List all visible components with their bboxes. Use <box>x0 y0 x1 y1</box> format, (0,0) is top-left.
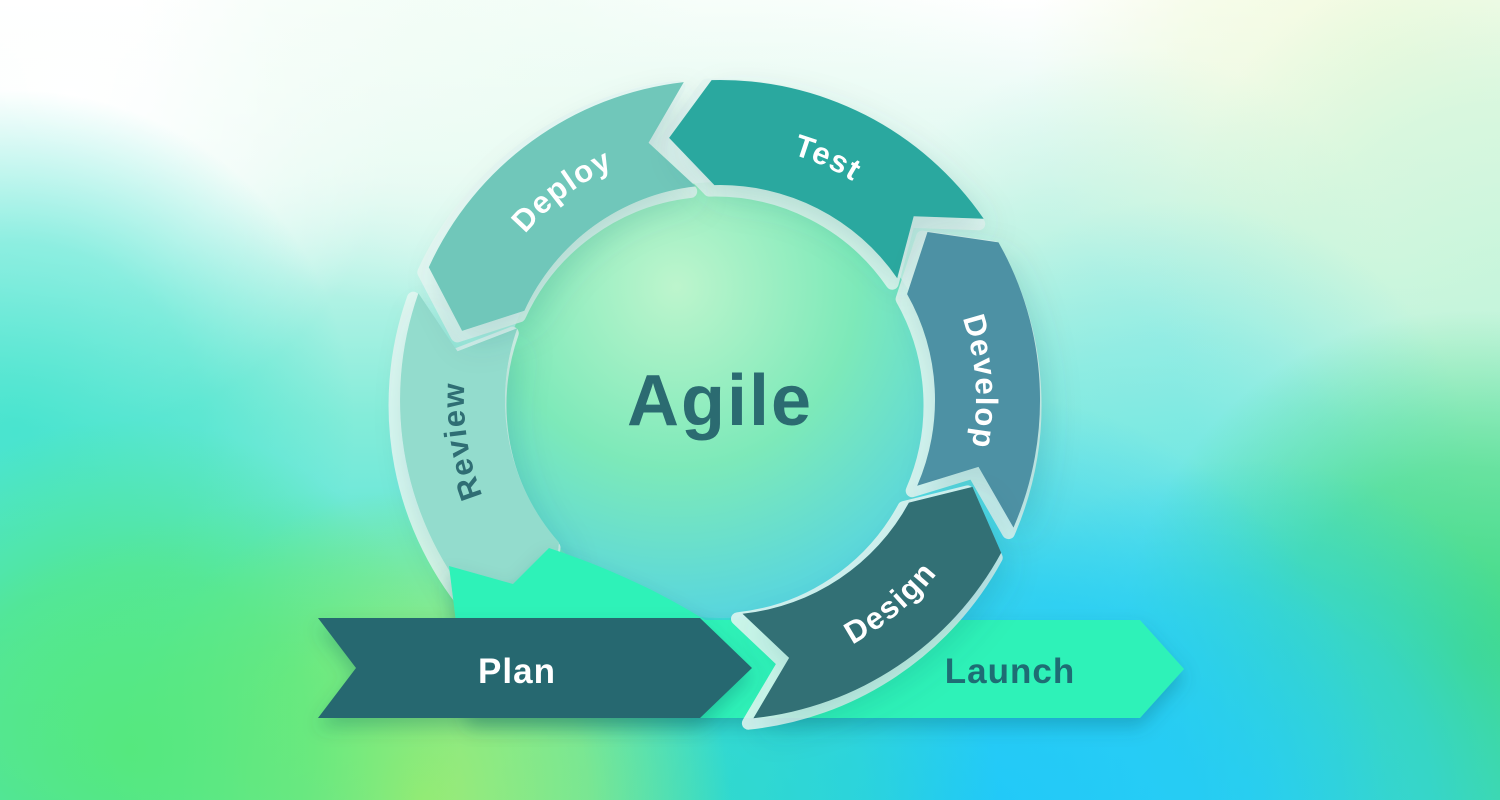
segment-review <box>400 293 559 612</box>
segment-design <box>742 486 1002 719</box>
center-title: Agile <box>627 361 813 441</box>
segment-test <box>669 79 984 279</box>
plan-label: Plan <box>478 652 556 691</box>
launch-label: Launch <box>945 652 1075 691</box>
plan-banner <box>318 618 752 718</box>
segment-develop <box>907 232 1041 528</box>
cycle-inner-disc <box>502 182 938 618</box>
segment-deploy <box>428 82 696 331</box>
